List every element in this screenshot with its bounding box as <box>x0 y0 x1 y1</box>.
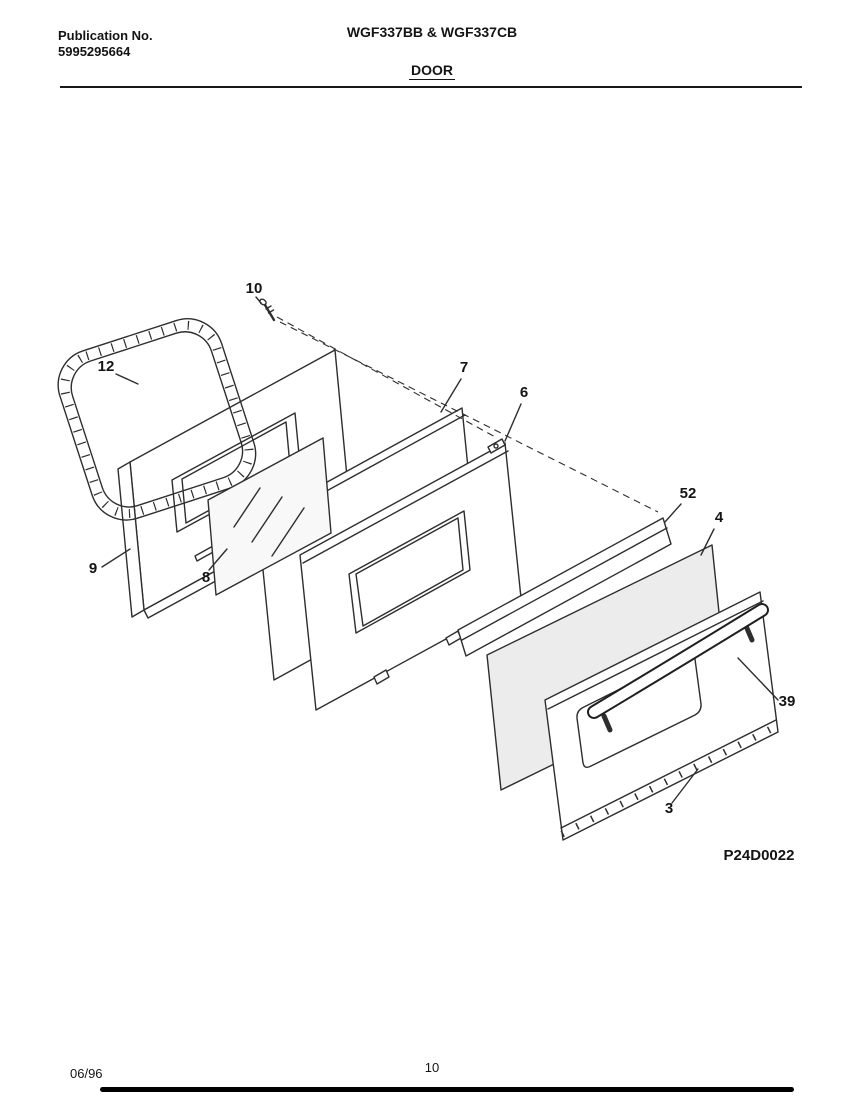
section-title: DOOR <box>409 62 455 80</box>
callout-outer-door: 3 <box>665 800 673 817</box>
callout-inner-glass: 8 <box>202 569 210 586</box>
callout-inner-panel: 7 <box>460 359 468 376</box>
callout-frame: 6 <box>520 384 528 401</box>
callout-trim: 52 <box>680 485 697 502</box>
callout-handle: 39 <box>779 693 796 710</box>
part-door-handle <box>587 603 769 733</box>
callout-liner: 9 <box>89 560 97 577</box>
leader-lines <box>101 296 779 804</box>
publication-block: Publication No. 5995295664 <box>58 28 153 60</box>
footer-date: 06/96 <box>70 1066 103 1081</box>
callout-screw: 10 <box>246 280 263 297</box>
part-door-frame <box>299 438 522 711</box>
callout-labels: 10 12 7 6 52 4 9 8 39 3 P24D0022 <box>89 280 796 864</box>
bottom-edge-line <box>100 1087 794 1092</box>
part-inner-glass <box>207 437 332 596</box>
part-door-gasket <box>57 318 257 521</box>
callout-outer-glass: 4 <box>715 509 724 526</box>
part-screw <box>259 298 276 322</box>
part-trim-strip <box>457 517 672 657</box>
diagram-code: P24D0022 <box>724 847 795 864</box>
publication-label: Publication No. <box>58 28 153 43</box>
footer-page-number: 10 <box>424 1060 440 1075</box>
header-rule <box>60 86 802 88</box>
model-numbers: WGF337BB & WGF337CB <box>346 24 518 40</box>
publication-number: 5995295664 <box>58 44 131 59</box>
callout-gasket: 12 <box>98 358 115 375</box>
alignment-lines <box>276 316 659 513</box>
